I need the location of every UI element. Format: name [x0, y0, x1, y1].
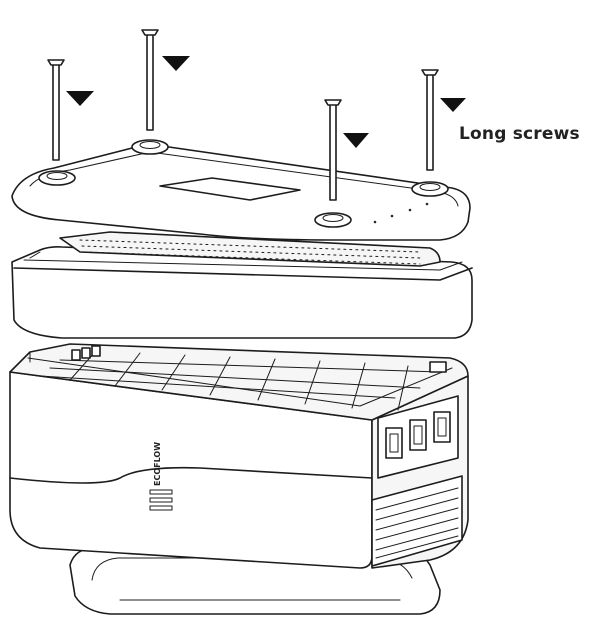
battery-cell-grid [39, 351, 441, 411]
ac-outlet-panel [377, 395, 459, 479]
down-arrow-icon [440, 98, 466, 112]
screw-1 [47, 59, 65, 161]
screw-2 [141, 29, 159, 131]
perforation-pattern [79, 239, 421, 265]
device-logo: ECOFLOW [149, 442, 173, 511]
down-arrow-icon [162, 56, 190, 71]
terminal-block [71, 345, 101, 361]
screw-boss-1 [38, 170, 76, 186]
base-unit: ECOFLOW [9, 343, 469, 615]
screw-3 [324, 99, 342, 201]
logo-text: ECOFLOW [153, 442, 162, 486]
screw-4 [421, 69, 439, 171]
down-arrow-icon [343, 133, 369, 148]
screw-boss-3 [314, 212, 352, 228]
down-arrow-icons [66, 56, 466, 148]
top-cover [11, 139, 471, 267]
down-arrow-icon [66, 91, 94, 106]
vent-grille [371, 475, 463, 567]
screw-boss-2 [131, 139, 169, 155]
long-screws-label: Long screws [459, 124, 580, 144]
screw-boss-4 [411, 181, 449, 197]
middle-frame [11, 246, 473, 339]
long-screws [47, 29, 439, 201]
